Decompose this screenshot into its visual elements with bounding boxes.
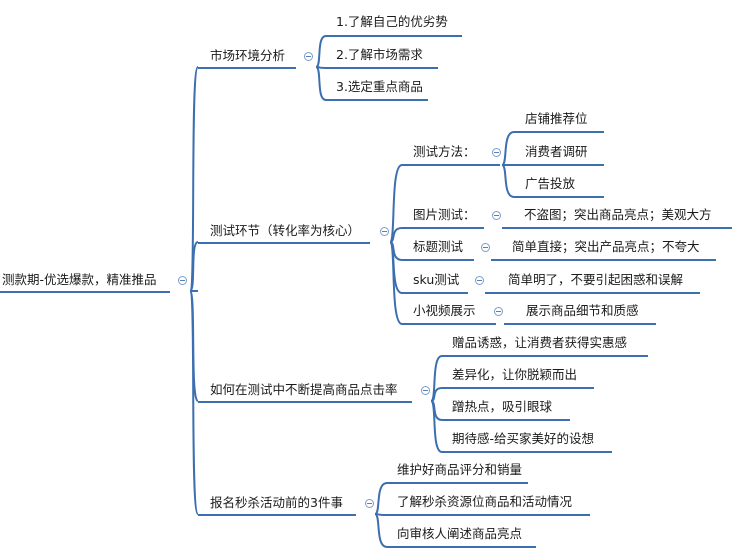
collapse-icon[interactable] <box>475 276 484 285</box>
detail-item[interactable]: 展示商品细节和质感 <box>526 303 639 318</box>
collapse-icon[interactable] <box>492 148 501 157</box>
sub-video[interactable]: 小视频展示 <box>413 303 476 318</box>
detail-item[interactable]: 广告投放 <box>525 176 576 191</box>
leaf-item[interactable]: 期待感-给买家美好的设想 <box>452 431 595 446</box>
branch-testing[interactable]: 测试环节（转化率为核心） <box>210 223 361 238</box>
collapse-icon[interactable] <box>178 276 187 285</box>
branch-flash-sale[interactable]: 报名秒杀活动前的3件事 <box>210 495 343 510</box>
leaf-item[interactable]: 向审核人阐述商品亮点 <box>397 526 523 541</box>
collapse-icon[interactable] <box>481 243 490 252</box>
collapse-icon[interactable] <box>365 499 374 508</box>
leaf-item[interactable]: 3.选定重点商品 <box>336 79 423 94</box>
branch-underline <box>198 242 370 244</box>
leaf-item[interactable]: 了解秒杀资源位商品和活动情况 <box>397 494 573 509</box>
root-underline <box>0 291 170 293</box>
sub-test-method[interactable]: 测试方法： <box>413 144 476 159</box>
detail-item[interactable]: 不盗图；突出商品亮点；美观大方 <box>524 207 712 222</box>
branch-underline <box>198 514 356 516</box>
branch-underline <box>198 401 412 403</box>
root-topic[interactable]: 测款期-优选爆款，精准推品 <box>2 272 157 287</box>
collapse-icon[interactable] <box>492 211 501 220</box>
detail-item[interactable]: 消费者调研 <box>525 144 588 159</box>
collapse-icon[interactable] <box>380 227 389 236</box>
leaf-item[interactable]: 蹭热点，吸引眼球 <box>452 399 553 414</box>
leaf-item[interactable]: 1.了解自己的优劣势 <box>336 14 448 29</box>
branch-underline <box>198 67 296 69</box>
detail-item[interactable]: 简单直接；突出产品亮点；不夸大 <box>512 239 700 254</box>
sub-title-test[interactable]: 标题测试 <box>413 239 464 254</box>
collapse-icon[interactable] <box>304 52 313 61</box>
sub-sku-test[interactable]: sku测试 <box>413 272 460 287</box>
branch-market-analysis[interactable]: 市场环境分析 <box>210 48 286 63</box>
leaf-item[interactable]: 2.了解市场需求 <box>336 47 423 62</box>
leaf-item[interactable]: 赠品诱惑，让消费者获得实惠感 <box>452 335 628 350</box>
collapse-icon[interactable] <box>421 386 430 395</box>
collapse-icon[interactable] <box>494 307 503 316</box>
detail-item[interactable]: 店铺推荐位 <box>525 111 588 126</box>
sub-image-test[interactable]: 图片测试： <box>413 207 476 222</box>
leaf-item[interactable]: 差异化，让你脱颖而出 <box>452 367 578 382</box>
leaf-item[interactable]: 维护好商品评分和销量 <box>397 462 523 477</box>
branch-ctr[interactable]: 如何在测试中不断提高商品点击率 <box>210 382 398 397</box>
detail-item[interactable]: 简单明了，不要引起困惑和误解 <box>508 272 684 287</box>
